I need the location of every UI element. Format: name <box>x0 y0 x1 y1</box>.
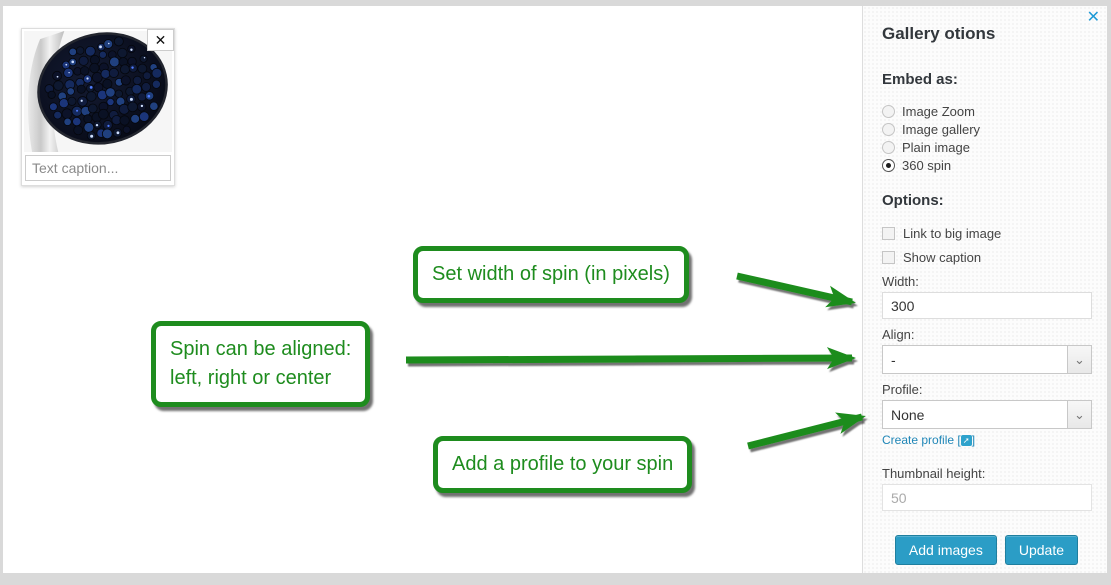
close-icon: ✕ <box>154 31 167 48</box>
checkbox-link-to-big-image[interactable]: Link to big image <box>882 225 1092 241</box>
editor-canvas: ✕ Set width of spin (in pixels) Spin can… <box>3 6 1107 573</box>
profile-select[interactable]: None ⌄ <box>882 400 1092 429</box>
radio-label: Plain image <box>902 139 970 155</box>
ring-image <box>24 31 172 152</box>
radio-option-plain-image[interactable]: Plain image <box>882 139 1092 155</box>
options-checkbox-group: Link to big image Show caption <box>882 225 1092 265</box>
width-input[interactable] <box>882 292 1092 319</box>
checkbox-label: Link to big image <box>903 225 1002 241</box>
chevron-down-icon: ⌄ <box>1067 346 1091 373</box>
chevron-down-icon: ⌄ <box>1067 401 1091 428</box>
align-select[interactable]: - ⌄ <box>882 345 1092 374</box>
callout-set-width: Set width of spin (in pixels) <box>413 246 689 303</box>
caption-input[interactable] <box>25 155 171 181</box>
callout-profile: Add a profile to your spin <box>433 436 693 493</box>
embed-as-radio-group: Image Zoom Image gallery Plain image 360… <box>882 103 1092 173</box>
thumbnail-height-label: Thumbnail height: <box>882 466 986 481</box>
width-label: Width: <box>882 274 919 289</box>
gallery-options-panel: ✕ Gallery otions Embed as: Image Zoom Im… <box>862 6 1107 573</box>
embed-as-heading: Embed as: <box>882 71 958 88</box>
radio-icon <box>882 140 895 154</box>
add-images-button[interactable]: Add images <box>894 535 997 565</box>
radio-icon <box>882 122 895 136</box>
checkbox-icon <box>882 250 895 264</box>
profile-label: Profile: <box>882 382 923 397</box>
align-select-value: - <box>891 351 896 368</box>
radio-label: Image Zoom <box>902 103 975 119</box>
panel-title: Gallery otions <box>882 24 996 43</box>
thumbnail-close-button[interactable]: ✕ <box>147 29 174 51</box>
callout-text: Set width of spin (in pixels) <box>432 263 670 285</box>
radio-icon <box>882 104 895 118</box>
external-link-icon: ➚ <box>960 435 972 446</box>
radio-option-image-zoom[interactable]: Image Zoom <box>882 103 1092 119</box>
profile-select-value: None <box>891 406 925 423</box>
ring-image-svg <box>24 31 172 152</box>
checkbox-show-caption[interactable]: Show caption <box>882 249 1092 265</box>
panel-close-button[interactable]: ✕ <box>1087 8 1100 28</box>
close-icon: ✕ <box>1086 9 1100 26</box>
radio-label: 360 spin <box>902 157 952 173</box>
panel-button-row: Add images Update <box>882 535 1078 565</box>
radio-option-360-spin[interactable]: 360 spin <box>882 157 1092 173</box>
callout-align: Spin can be aligned: left, right or cent… <box>151 321 371 407</box>
checkbox-label: Show caption <box>903 249 982 265</box>
radio-label: Image gallery <box>902 121 981 137</box>
create-profile-link[interactable]: Create profile [➚] <box>882 433 976 447</box>
align-label: Align: <box>882 327 915 342</box>
thumbnail-height-input[interactable] <box>882 484 1092 511</box>
options-heading: Options: <box>882 192 944 209</box>
callout-text-line1: Spin can be aligned: <box>170 338 352 360</box>
update-button[interactable]: Update <box>1004 535 1078 565</box>
checkbox-icon <box>882 226 895 240</box>
callout-text: Add a profile to your spin <box>452 453 674 475</box>
radio-selected-icon <box>882 158 895 172</box>
callout-text-line2: left, right or center <box>170 367 332 389</box>
thumbnail-card: ✕ <box>21 28 175 186</box>
radio-option-image-gallery[interactable]: Image gallery <box>882 121 1092 137</box>
